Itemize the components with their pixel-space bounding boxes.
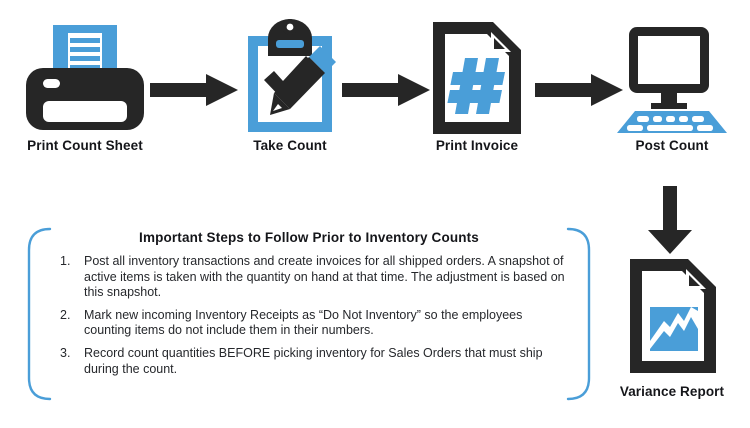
printer-icon — [10, 18, 160, 138]
arrow-down-icon — [640, 186, 700, 256]
callout-title: Important Steps to Follow Prior to Inven… — [139, 230, 479, 245]
flow-step-print-invoice: Print Invoice — [402, 18, 552, 153]
flow-step-post-count: Post Count — [597, 18, 747, 153]
flow-output-variance-report: Variance Report — [597, 252, 747, 399]
flow-step-label: Take Count — [253, 138, 327, 153]
clipboard-checklist-icon — [215, 18, 365, 138]
flow-output-label: Variance Report — [619, 384, 725, 399]
arrow-right-icon — [342, 70, 432, 110]
flow-step-print-count-sheet: Print Count Sheet — [10, 18, 160, 153]
important-steps-callout: Important Steps to Follow Prior to Inven… — [26, 226, 592, 402]
bracket-right-decoration — [566, 226, 592, 402]
list-item-text: Mark new incoming Inventory Receipts as … — [84, 307, 523, 338]
list-item-number: 3. — [60, 345, 71, 360]
flow-step-label: Print Invoice — [435, 138, 519, 153]
list-item-text: Record count quantities BEFORE picking i… — [84, 345, 543, 376]
report-chart-document-icon — [597, 252, 747, 380]
flow-step-label: Post Count — [635, 138, 709, 153]
list-item-number: 1. — [60, 254, 71, 268]
callout-content: Important Steps to Follow Prior to Inven… — [48, 226, 570, 402]
list-item: 2. Mark new incoming Inventory Receipts … — [48, 308, 570, 339]
invoice-document-icon — [402, 18, 552, 138]
flow-step-label: Print Count Sheet — [27, 138, 143, 153]
steps-list: 1. Post all inventory transactions and c… — [48, 254, 570, 377]
flow-step-take-count: Take Count — [215, 18, 365, 153]
bracket-left-decoration — [26, 226, 52, 402]
arrow-right-icon — [535, 70, 625, 110]
list-item-text: Post all inventory transactions and crea… — [84, 254, 565, 300]
list-item: 1. Post all inventory transactions and c… — [48, 254, 570, 301]
arrow-right-icon — [150, 70, 240, 110]
list-item: 3. Record count quantities BEFORE pickin… — [48, 346, 570, 377]
computer-monitor-icon — [597, 18, 747, 138]
list-item-number: 2. — [60, 307, 71, 322]
